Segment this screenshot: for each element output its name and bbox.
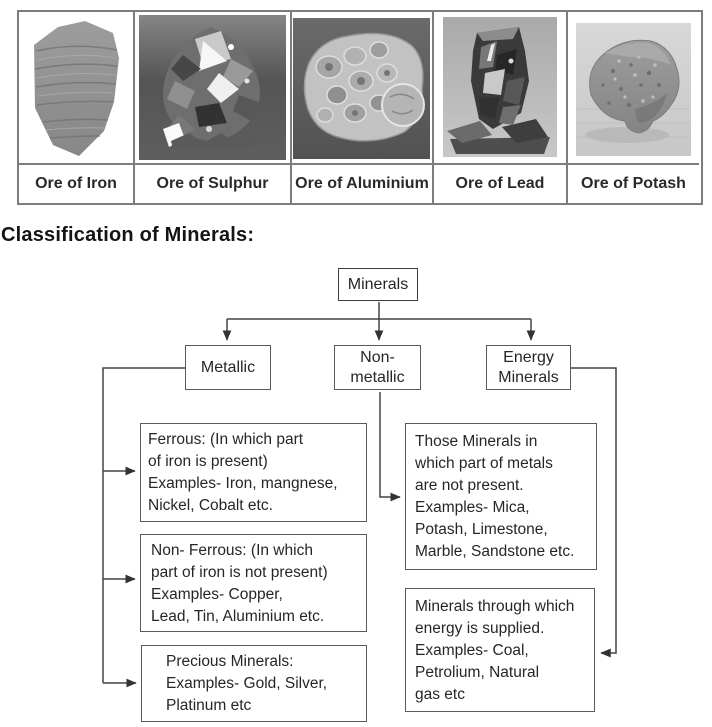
aluminium-ore-photo-cell bbox=[292, 12, 434, 165]
aluminium-ore-rock-photo bbox=[293, 17, 430, 159]
nonferrous-description-box: Non- Ferrous: (In which part of iron is … bbox=[140, 534, 367, 632]
iron-ore-rock-photo bbox=[34, 21, 119, 156]
ore-aluminium-label: Ore of Aluminium bbox=[292, 165, 434, 203]
ore-sulphur-label: Ore of Sulphur bbox=[135, 165, 292, 203]
ore-iron-label: Ore of Iron bbox=[19, 165, 135, 203]
lead-ore-rock-photo bbox=[443, 17, 557, 157]
ore-lead-label: Ore of Lead bbox=[434, 165, 568, 203]
connector-nonmetallic-desc bbox=[379, 392, 401, 502]
nonmetallic-description-box: Those Minerals in which part of metals a… bbox=[405, 423, 597, 570]
minerals-root-node: Minerals bbox=[338, 268, 418, 301]
energy-description-box: Minerals through which energy is supplie… bbox=[405, 588, 595, 712]
section-heading: Classification of Minerals: bbox=[1, 224, 255, 246]
ferrous-description-box: Ferrous: (In which part of iron is prese… bbox=[140, 423, 367, 522]
potash-ore-photo-cell bbox=[568, 12, 699, 165]
ore-examples-table: Ore of Iron Ore of Sulphur Ore of Alumin… bbox=[17, 10, 703, 205]
sulphur-ore-rock-photo bbox=[139, 15, 286, 160]
metallic-node: Metallic bbox=[185, 345, 271, 390]
connector-metallic-rail bbox=[102, 367, 185, 683]
energy-minerals-node: Energy Minerals bbox=[486, 345, 571, 390]
ore-potash-label: Ore of Potash bbox=[581, 175, 686, 192]
lead-ore-photo-cell bbox=[434, 12, 568, 165]
sulphur-ore-photo-cell bbox=[135, 12, 292, 165]
nonmetallic-node: Non- metallic bbox=[334, 345, 421, 390]
potash-ore-rock-photo bbox=[576, 22, 691, 156]
iron-ore-photo-cell bbox=[19, 12, 135, 165]
precious-description-box: Precious Minerals: Examples- Gold, Silve… bbox=[141, 645, 367, 722]
